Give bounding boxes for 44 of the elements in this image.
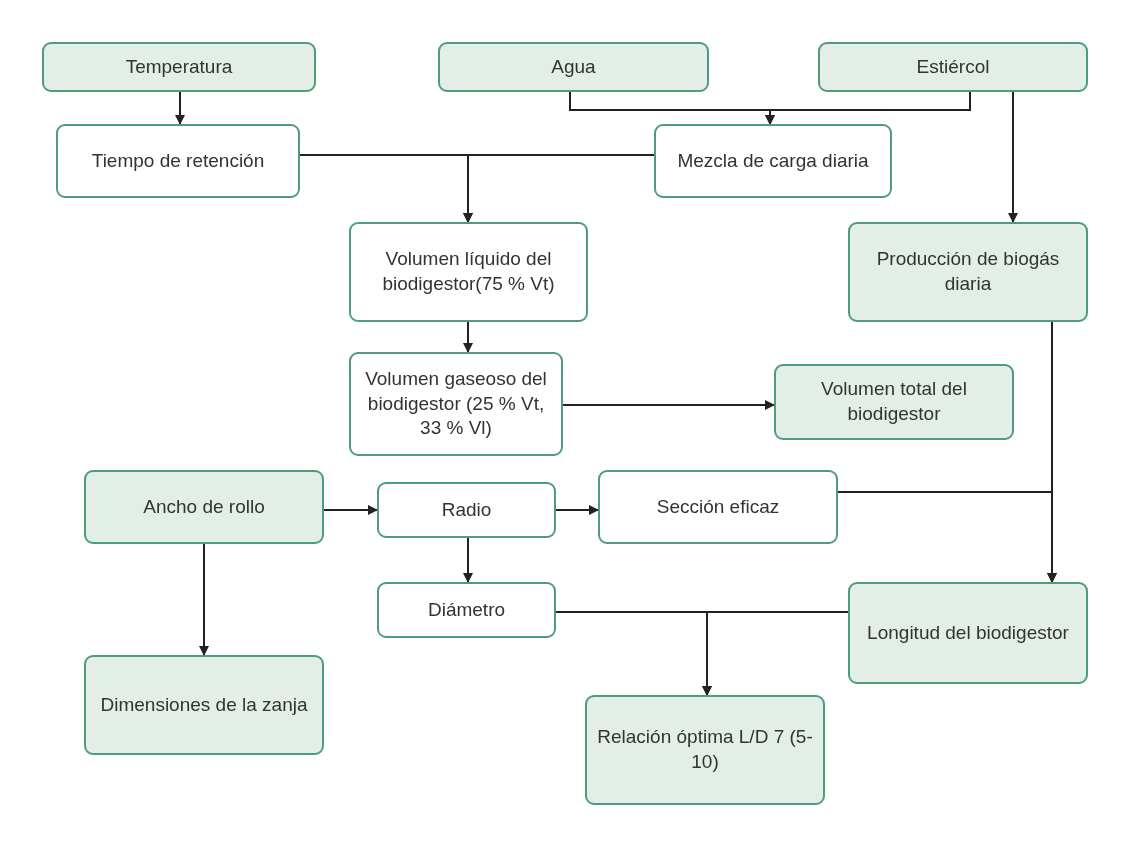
process-box — [377, 582, 556, 638]
box-label: Radio — [441, 497, 492, 522]
process-box — [84, 655, 324, 755]
box-label: Ancho de rollo — [143, 494, 265, 519]
arrow — [702, 611, 849, 696]
arrow — [562, 400, 775, 410]
process-box — [848, 222, 1088, 322]
process-box — [598, 470, 838, 544]
process-box — [774, 364, 1014, 440]
process-box — [56, 124, 300, 198]
box-label: Tiempo de retención — [91, 148, 265, 173]
process-box — [377, 482, 556, 538]
box-label: Diámetro — [427, 597, 506, 622]
box-label: Mezcla de carga diaria — [677, 148, 869, 173]
arrow — [837, 491, 1057, 583]
box-label: Volumen líquido del biodigestor(75 % Vt) — [381, 247, 556, 296]
arrow — [199, 543, 209, 656]
process-box — [438, 42, 709, 92]
arrow — [175, 91, 185, 125]
process-box — [349, 222, 588, 322]
box-label: Agua — [551, 54, 596, 79]
process-box — [42, 42, 316, 92]
arrow — [765, 91, 971, 125]
arrow — [463, 537, 473, 583]
box-label: Sección eficaz — [656, 494, 780, 519]
arrow — [323, 505, 378, 515]
arrow — [463, 154, 655, 223]
process-box — [818, 42, 1088, 92]
arrow — [555, 505, 599, 515]
box-label: Longitud del biodigestor — [867, 620, 1069, 645]
box-label: Producción de biogás diaria — [875, 247, 1061, 296]
process-box — [848, 582, 1088, 684]
arrow — [1008, 91, 1018, 223]
arrow — [463, 321, 473, 353]
box-label: Volumen total del biodigestor — [820, 377, 968, 426]
process-box — [654, 124, 892, 198]
box-label: Estiércol — [916, 54, 990, 79]
box-label: Volumen gaseoso del biodigestor (25 % Vt, 33 % Vl) — [364, 366, 548, 441]
process-box — [84, 470, 324, 544]
box-label: Relación óptima L/D 7 (5-10) — [596, 725, 814, 774]
process-box — [585, 695, 825, 805]
box-label: Dimensiones de la zanja — [100, 692, 308, 717]
process-box — [349, 352, 563, 456]
box-label: Temperatura — [125, 54, 233, 79]
